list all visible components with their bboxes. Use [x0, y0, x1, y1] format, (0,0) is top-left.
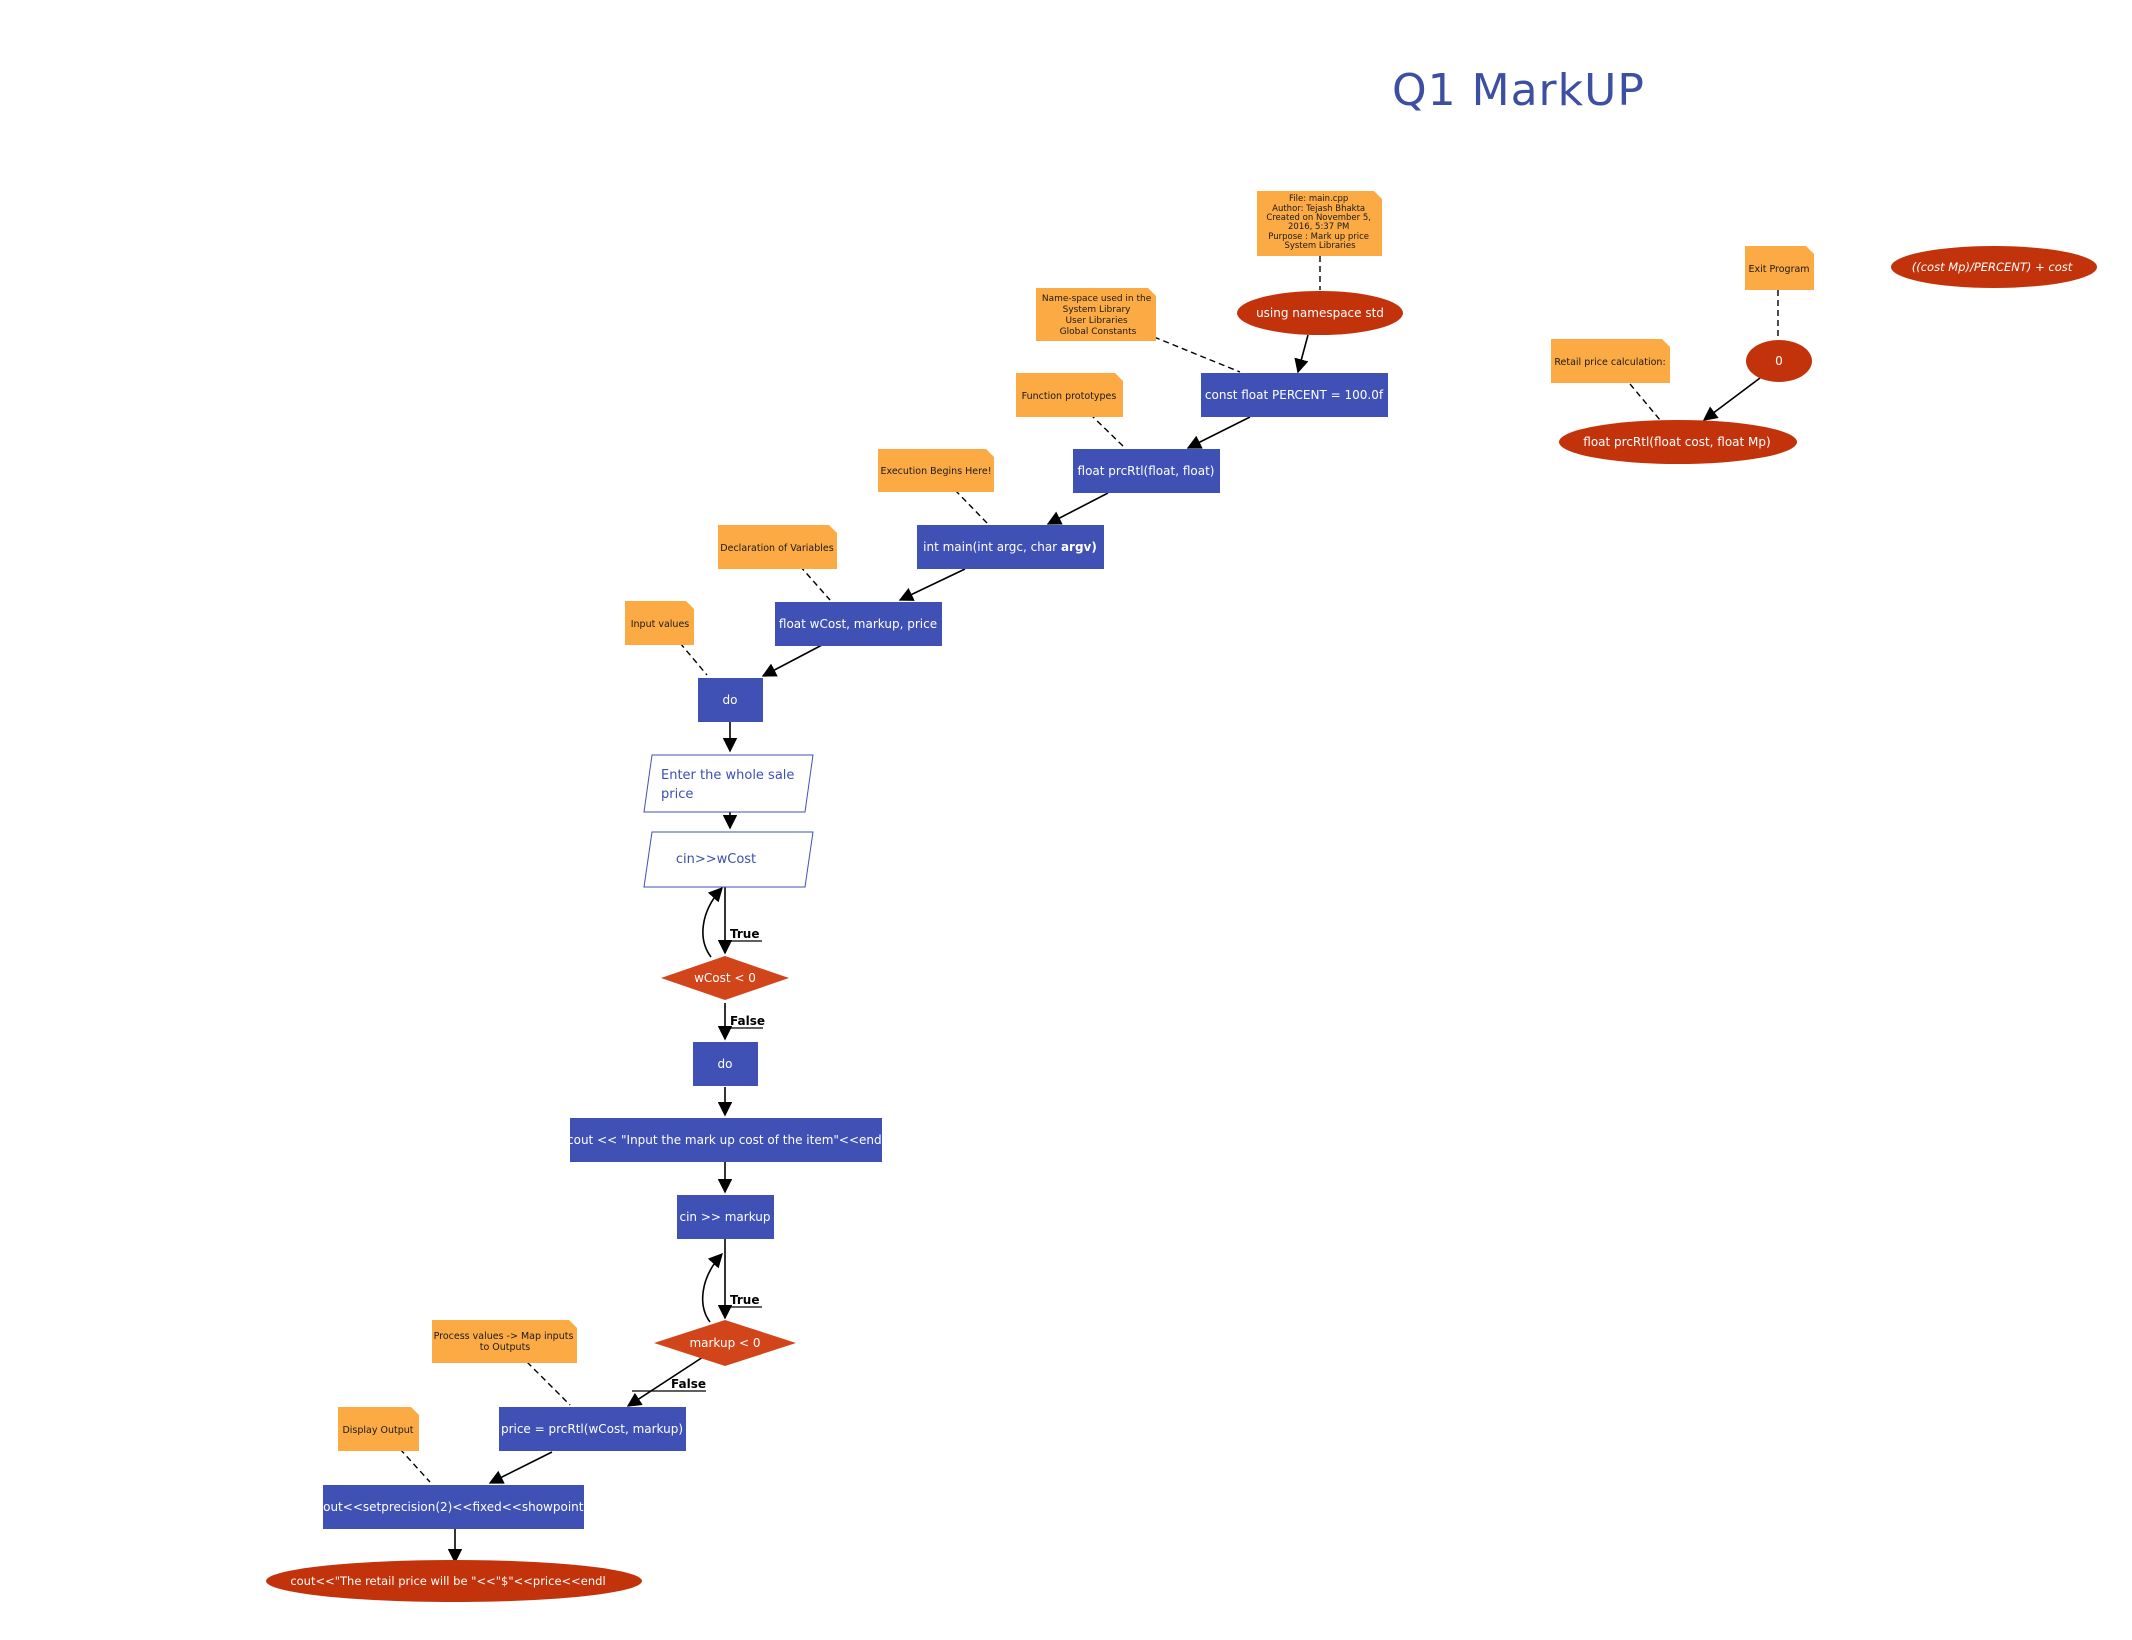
- io-cin-wcost: cin>>wCost: [643, 831, 814, 888]
- process-main-label: int main(int argc, char: [923, 540, 1061, 554]
- terminal-return-zero-label: 0: [1775, 354, 1783, 368]
- note-namespace: Name-space used in the System Library Us…: [1036, 288, 1156, 341]
- process-cin-markup: cin >> markup: [677, 1195, 774, 1239]
- process-const-percent-label: const float PERCENT = 100.0f: [1205, 388, 1384, 402]
- decision-wcost-label: wCost < 0: [694, 971, 756, 985]
- svg-text:Declaration of Variables: Declaration of Variables: [720, 543, 833, 554]
- note-input: Input values: [625, 601, 694, 645]
- process-main: int main(int argc, char argv): [917, 525, 1104, 569]
- process-do-2-label: do: [718, 1057, 733, 1071]
- terminal-using-namespace-label: using namespace std: [1256, 306, 1384, 320]
- terminal-return-zero: 0: [1746, 340, 1812, 382]
- process-price-calc-label: price = prcRtl(wCost, markup): [501, 1422, 683, 1436]
- svg-text:Enter the whole sale pri: Enter the whole sale price: [661, 768, 799, 802]
- io-enter-wholesale: Enter the whole sale price: [643, 754, 814, 813]
- label-false-2-text: False: [671, 1377, 706, 1391]
- label-false-2: False: [632, 1377, 706, 1392]
- note-connectors: [399, 256, 1779, 1483]
- decision-markup: markup < 0: [654, 1320, 796, 1366]
- io-enter-wholesale-line: Enter the whole sale: [661, 768, 794, 783]
- label-false-1-text: False: [730, 1014, 765, 1028]
- svg-text:Process values -> Map inputs: Process values -> Map inputs to Outputs: [434, 1331, 577, 1353]
- label-false-1: False: [728, 1014, 765, 1029]
- svg-text:Retail price calculation:: Retail price calculation:: [1554, 357, 1665, 368]
- process-do-2: do: [693, 1042, 758, 1086]
- note-execution-line: Execution Begins Here!: [881, 466, 992, 477]
- note-process-line: Process values -> Map inputs: [434, 1331, 574, 1342]
- svg-text:Display Output: Display Output: [342, 1425, 413, 1436]
- note-namespace-line: Global Constants: [1060, 327, 1137, 337]
- note-declaration: Declaration of Variables: [718, 525, 837, 569]
- note-header: File: main.cpp Author: Tejash Bhakta Cre…: [1257, 191, 1382, 256]
- process-price-calc: price = prcRtl(wCost, markup): [499, 1407, 686, 1451]
- terminal-formula-label: ((cost Mp)/PERCENT) + cost: [1912, 260, 2073, 274]
- terminal-cout-retail-label: cout<<"The retail price will be "<<"$"<<…: [290, 1574, 605, 1588]
- note-input-line: Input values: [631, 619, 690, 630]
- label-true-1: True: [728, 927, 762, 942]
- terminal-formula: ((cost Mp)/PERCENT) + cost: [1891, 246, 2097, 288]
- flow-arrows: [447, 334, 1761, 1564]
- process-cout-markup-label: cout << "Input the mark up cost of the i…: [567, 1133, 885, 1147]
- note-header-line: 2016, 5:37 PM: [1288, 222, 1349, 232]
- note-namespace-line: Name-space used in the: [1042, 294, 1152, 304]
- note-prototypes-line: Function prototypes: [1022, 391, 1117, 402]
- decision-wcost: wCost < 0: [661, 956, 789, 1000]
- label-true-2-text: True: [730, 1293, 759, 1307]
- decision-markup-label: markup < 0: [689, 1336, 760, 1350]
- terminal-using-namespace: using namespace std: [1237, 291, 1403, 335]
- note-retail: Retail price calculation:: [1551, 339, 1670, 383]
- page-title: Q1 MarkUP: [1392, 65, 1645, 116]
- process-main-label-bold: argv): [1061, 540, 1097, 554]
- svg-text:Exit Program: Exit Program: [1748, 264, 1809, 275]
- note-display: Display Output: [338, 1407, 419, 1451]
- io-enter-wholesale-line: price: [661, 787, 693, 802]
- note-execution: Execution Begins Here!: [878, 449, 994, 492]
- note-header-line: System Libraries: [1284, 241, 1356, 251]
- svg-text:File: main.cpp Author:: File: main.cpp Author: Tejash Bhakta Cre…: [1266, 194, 1373, 251]
- note-header-line: Author: Tejash Bhakta: [1272, 204, 1365, 214]
- process-declare: float wCost, markup, price: [775, 602, 942, 646]
- label-true-2: True: [728, 1293, 762, 1308]
- process-cin-markup-label: cin >> markup: [679, 1210, 770, 1224]
- process-prototype-label: float prcRtl(float, float): [1078, 464, 1215, 478]
- note-process-line: to Outputs: [480, 1342, 531, 1353]
- process-setprecision: cout<<setprecision(2)<<fixed<<showpoint: [317, 1485, 584, 1529]
- note-declaration-line: Declaration of Variables: [720, 543, 833, 554]
- process-setprecision-label: cout<<setprecision(2)<<fixed<<showpoint: [317, 1500, 584, 1514]
- note-namespace-line: System Library: [1063, 305, 1132, 315]
- terminal-func-def-label: float prcRtl(float cost, float Mp): [1583, 435, 1770, 449]
- svg-text:Name-space used in the S: Name-space used in the System Library Us…: [1042, 294, 1154, 337]
- note-prototypes: Function prototypes: [1016, 373, 1123, 417]
- process-const-percent: const float PERCENT = 100.0f: [1201, 373, 1388, 417]
- note-exit: Exit Program: [1745, 246, 1814, 290]
- svg-text:Input values: Input values: [631, 619, 690, 630]
- note-retail-line: Retail price calculation:: [1554, 357, 1665, 368]
- process-declare-label: float wCost, markup, price: [779, 617, 937, 631]
- io-cin-wcost-label: cin>>wCost: [676, 852, 756, 867]
- terminal-func-def: float prcRtl(float cost, float Mp): [1559, 420, 1797, 464]
- process-prototype: float prcRtl(float, float): [1073, 449, 1220, 493]
- process-cout-markup: cout << "Input the mark up cost of the i…: [567, 1118, 885, 1162]
- note-namespace-line: User Libraries: [1065, 316, 1128, 326]
- process-do-1-label: do: [723, 693, 738, 707]
- terminal-cout-retail: cout<<"The retail price will be "<<"$"<<…: [266, 1560, 642, 1602]
- label-true-1-text: True: [730, 927, 759, 941]
- note-header-line: Created on November 5,: [1266, 213, 1371, 223]
- note-header-line: Purpose : Mark up price: [1268, 232, 1369, 242]
- note-process: Process values -> Map inputs to Outputs: [432, 1320, 577, 1363]
- svg-text:Execution Begins Here!: Execution Begins Here!: [881, 466, 992, 477]
- svg-text:Function prototypes: Function prototypes: [1022, 391, 1117, 402]
- process-do-1: do: [698, 678, 763, 722]
- note-display-line: Display Output: [342, 1425, 413, 1436]
- note-exit-line: Exit Program: [1748, 264, 1809, 275]
- svg-text:int main(int argc, char argv): int main(int argc, char argv): [923, 540, 1097, 554]
- note-header-line: File: main.cpp: [1289, 194, 1348, 204]
